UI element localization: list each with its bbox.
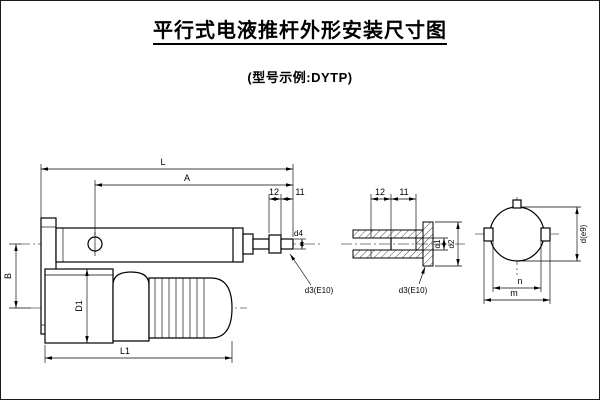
dim-l2-l1-rod-end: 12 11 — [268, 187, 305, 237]
dim-d3-fit-section: d3(E10) — [399, 266, 428, 295]
dim-label-D1: D1 — [74, 300, 84, 312]
dim-d2: d2 — [435, 221, 462, 267]
dim-label-A: A — [184, 173, 190, 183]
dim-label-d3-fit-section: d3(E10) — [399, 286, 428, 295]
dim-label-B: B — [3, 273, 13, 279]
shaft-section-view: 12 11 d1 d2 d3(E10) — [341, 187, 465, 295]
dim-label-L: L — [160, 157, 165, 167]
dim-B: B — [3, 243, 31, 309]
dim-A: A — [94, 173, 293, 235]
bore-bottom-solid — [415, 237, 424, 251]
shaft-wall-top — [352, 229, 424, 239]
dim-d1: d1 — [419, 237, 448, 251]
end-view: d(e9) n m — [475, 197, 588, 304]
dim-label-L1: L1 — [120, 346, 130, 356]
trunnion-pin-left — [483, 227, 494, 242]
page-title: 平行式电液推杆外形安装尺寸图 — [153, 20, 447, 42]
piston-rod — [252, 238, 270, 250]
dim-label-l2-section: 12 — [375, 187, 385, 197]
rod-gland-step — [242, 233, 254, 255]
dim-label-d3-fit: d3(E10) — [305, 286, 334, 295]
trunnion-pin-right — [540, 227, 551, 242]
motor-body — [148, 277, 233, 339]
oil-tank — [44, 268, 114, 344]
dim-label-d-fit: d(e9) — [579, 224, 588, 243]
dim-d-fit: d(e9) — [522, 206, 588, 262]
dim-label-n: n — [517, 276, 522, 286]
dim-label-l1: 11 — [295, 187, 304, 197]
dim-label-m: m — [510, 288, 518, 298]
dim-label-d1: d1 — [433, 239, 442, 248]
dim-n: n — [492, 242, 542, 292]
dim-L1: L1 — [44, 341, 233, 363]
dim-label-l2: 12 — [269, 187, 279, 197]
dim-label-d4: d4 — [294, 229, 303, 238]
coupling-housing — [112, 271, 150, 342]
mounting-pin-symbol — [87, 232, 103, 256]
shaft-wall-bottom — [352, 249, 424, 259]
piston-rod-assembly — [242, 233, 294, 255]
dim-D1: D1 — [74, 269, 89, 343]
shaft-flange — [422, 221, 434, 267]
dim-L: L — [40, 157, 294, 237]
dim-m: m — [483, 242, 551, 304]
dim-d4: d4 — [294, 229, 306, 250]
dim-d3-fit-left: d3(E10) — [289, 253, 334, 295]
rod-coupler — [268, 234, 282, 254]
dim-label-l1-section: 11 — [399, 187, 408, 197]
main-outline-view: L A 12 11 d4 — [3, 157, 334, 363]
cylinder-body — [55, 227, 244, 263]
dim-l2-l1-section: 12 11 — [370, 187, 417, 239]
model-subtitle: (型号示例:DYTP) — [247, 70, 353, 85]
motor-cooling-fins — [154, 278, 205, 338]
rod-eye-circle — [489, 206, 545, 262]
top-keyway-stub — [512, 199, 522, 209]
dim-label-d2: d2 — [447, 239, 456, 248]
rod-end-fitting — [280, 238, 294, 250]
